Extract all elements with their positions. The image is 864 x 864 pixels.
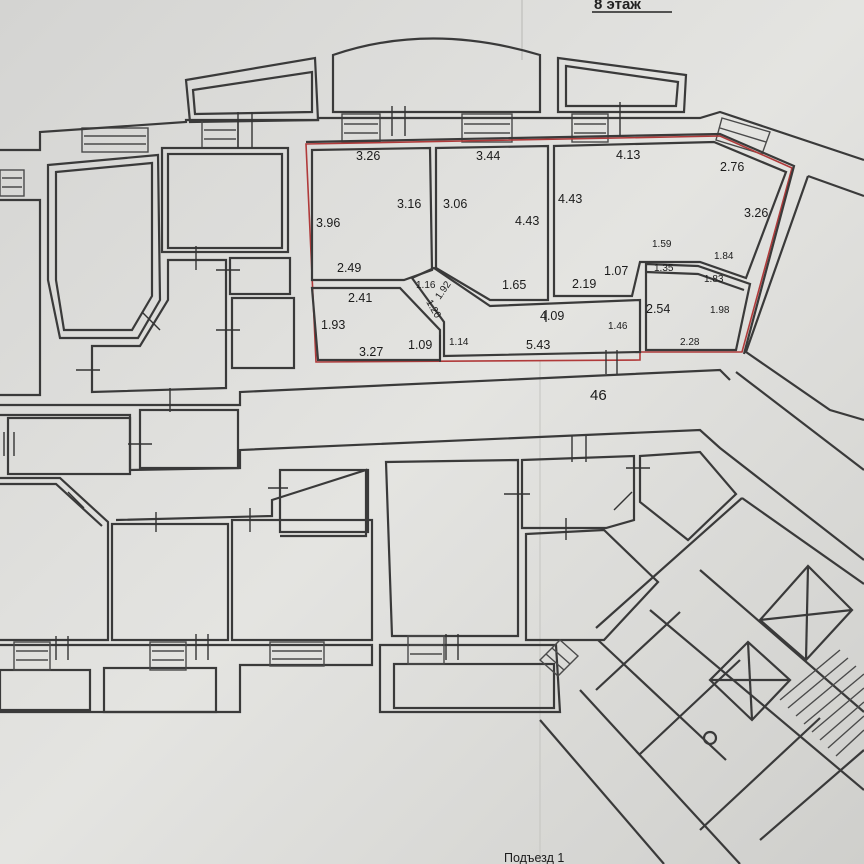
dim-5-43: 5.43 xyxy=(526,338,550,352)
left-apartment-walls xyxy=(46,146,296,394)
entrance-label: Подъезд 1 xyxy=(504,851,564,864)
dim-3-96: 3.96 xyxy=(316,216,340,230)
dim-1-93: 1.93 xyxy=(321,318,345,332)
dim-3-16: 3.16 xyxy=(397,197,421,211)
dim-3-27: 3.27 xyxy=(359,345,383,359)
dim-1-65: 1.65 xyxy=(502,278,526,292)
dim-3-06: 3.06 xyxy=(443,197,467,211)
apartment-46-outline xyxy=(305,135,793,363)
dim-2-19: 2.19 xyxy=(572,277,596,291)
lower-vent-blocks xyxy=(13,635,580,677)
apartment-number: 46 xyxy=(590,387,607,404)
vent-blocks-top xyxy=(0,113,771,197)
dim-1-46: 1.46 xyxy=(608,321,628,332)
dim-1-83: 1.83 xyxy=(704,274,724,285)
staircase xyxy=(779,649,864,757)
dim-3-26-right: 3.26 xyxy=(744,206,768,220)
dim-2-28: 2.28 xyxy=(680,337,700,348)
dim-2-76: 2.76 xyxy=(720,160,744,174)
dim-1-59: 1.59 xyxy=(652,239,672,250)
dim-1-98: 1.98 xyxy=(710,305,730,316)
dim-2-41: 2.41 xyxy=(348,291,372,305)
floor-label: 8 этаж xyxy=(594,0,641,13)
dim-4-43-right: 4.43 xyxy=(558,192,582,206)
dim-1-35: 1.35 xyxy=(654,263,674,274)
elevator-shafts xyxy=(702,564,854,746)
door-marks xyxy=(76,102,621,412)
dim-4-13: 4.13 xyxy=(616,148,640,162)
dim-4-09: 4.09 xyxy=(540,309,564,323)
dim-4-43-left: 4.43 xyxy=(515,214,539,228)
dim-1-07: 1.07 xyxy=(604,264,628,278)
dim-1-14: 1.14 xyxy=(449,337,469,348)
lower-door-marks xyxy=(3,432,650,660)
dim-3-26-top: 3.26 xyxy=(356,149,380,163)
dim-3-44: 3.44 xyxy=(476,149,500,163)
dim-1-84: 1.84 xyxy=(714,251,734,262)
dim-2-54: 2.54 xyxy=(646,302,670,316)
dim-2-49: 2.49 xyxy=(337,261,361,275)
dim-1-16: 1.16 xyxy=(416,280,436,291)
dim-1-09: 1.09 xyxy=(408,338,432,352)
